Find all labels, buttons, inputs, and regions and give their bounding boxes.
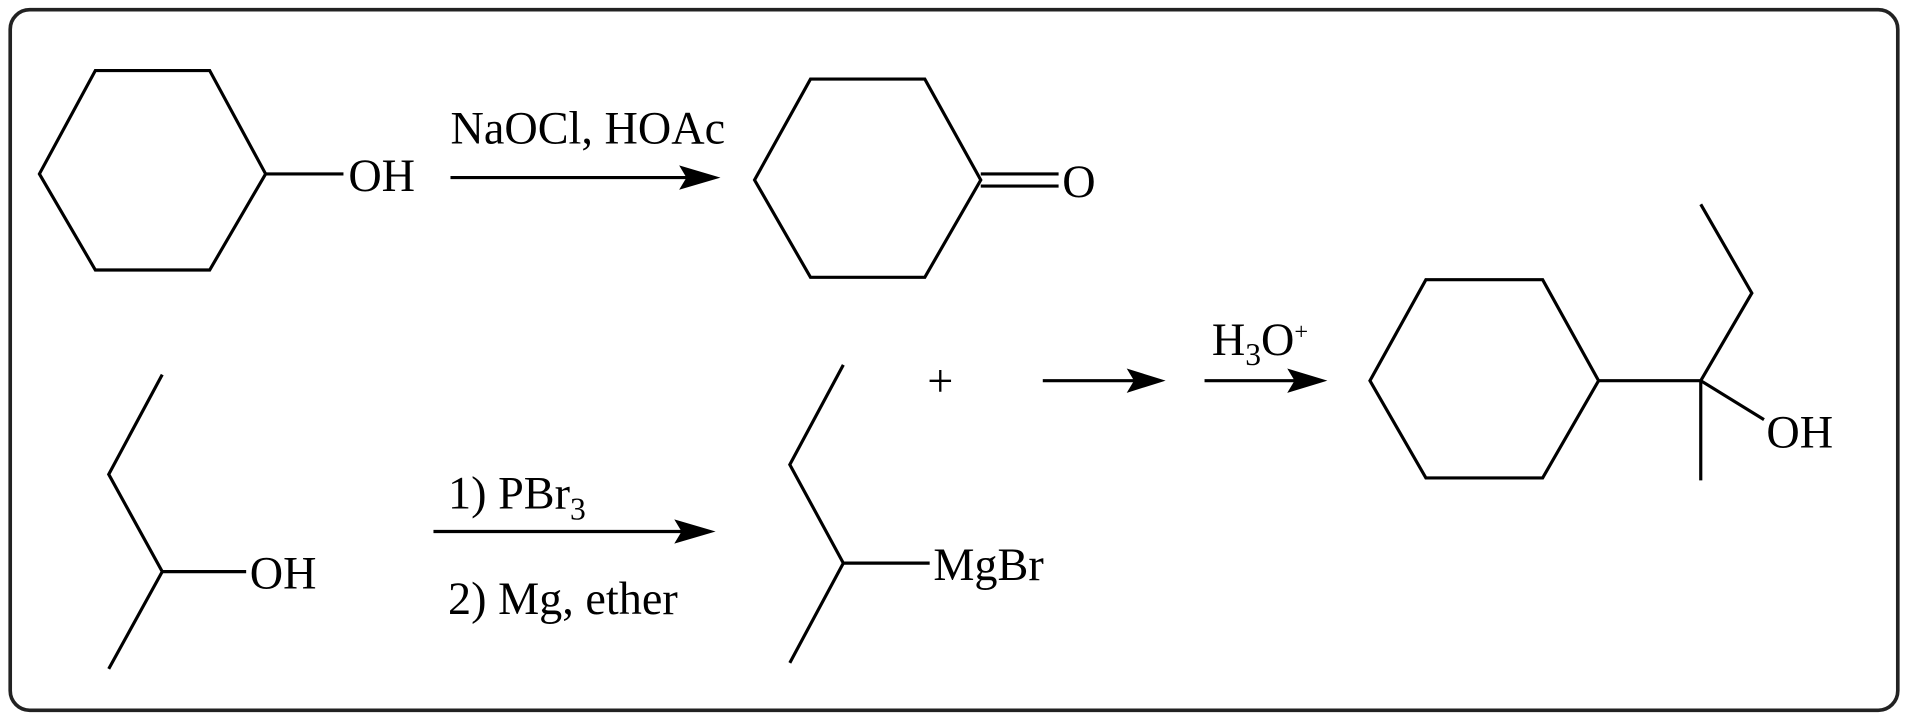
oxidation-arrow: NaOCl, HOAc bbox=[450, 103, 725, 190]
workup-reagent: H3O+ bbox=[1212, 314, 1308, 372]
workup-arrow: H3O+ bbox=[1204, 314, 1328, 393]
hydroxyl-label: OH bbox=[1766, 407, 1833, 458]
step2-reagent: 2) Mg, ether bbox=[448, 573, 678, 624]
2-butanol: OH bbox=[106, 373, 317, 670]
step1-reagent: 1) PBr3 bbox=[448, 467, 586, 526]
hydroxyl-label: OH bbox=[250, 548, 317, 599]
grignard-formation-arrow: 1) PBr3 2) Mg, ether bbox=[433, 467, 716, 624]
carbonyl-oxygen-label: O bbox=[1062, 156, 1095, 207]
tertiary-alcohol-product: OH bbox=[1368, 203, 1833, 481]
hydroxyl-label: OH bbox=[348, 150, 415, 201]
cyclohexanone: O bbox=[752, 77, 1096, 279]
scheme-frame bbox=[8, 7, 1900, 713]
sec-butylmagnesium-bromide: MgBr bbox=[788, 364, 1044, 664]
plus-sign: + bbox=[927, 355, 953, 406]
oxidation-reagents: NaOCl, HOAc bbox=[450, 103, 725, 154]
addition-arrow bbox=[1042, 368, 1166, 393]
mgbr-label: MgBr bbox=[933, 539, 1043, 590]
cyclohexanol: OH bbox=[37, 68, 415, 272]
